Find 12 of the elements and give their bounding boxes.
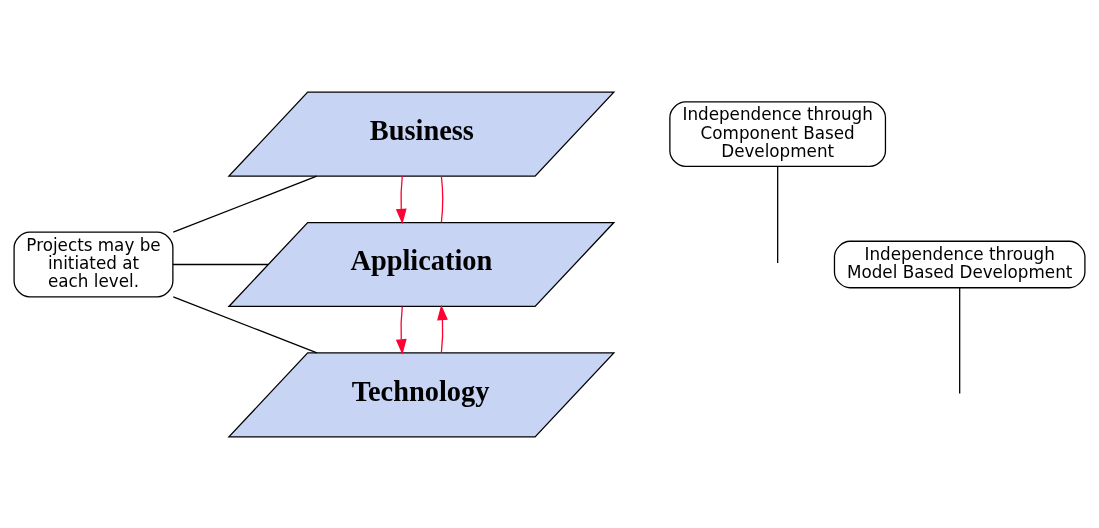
connector	[777, 165, 779, 264]
connector	[440, 175, 444, 223]
arrow	[437, 304, 448, 353]
connector	[172, 175, 318, 233]
node-box: Independence through Model Based Development	[833, 240, 1086, 288]
connector	[172, 263, 269, 265]
arrow	[395, 305, 407, 355]
node-box: Projects may be initiated at each level.	[13, 231, 174, 297]
node-box: Independence through Component Based Development	[669, 100, 887, 167]
connector	[172, 295, 318, 354]
arrow	[395, 175, 407, 224]
connector	[959, 286, 961, 394]
